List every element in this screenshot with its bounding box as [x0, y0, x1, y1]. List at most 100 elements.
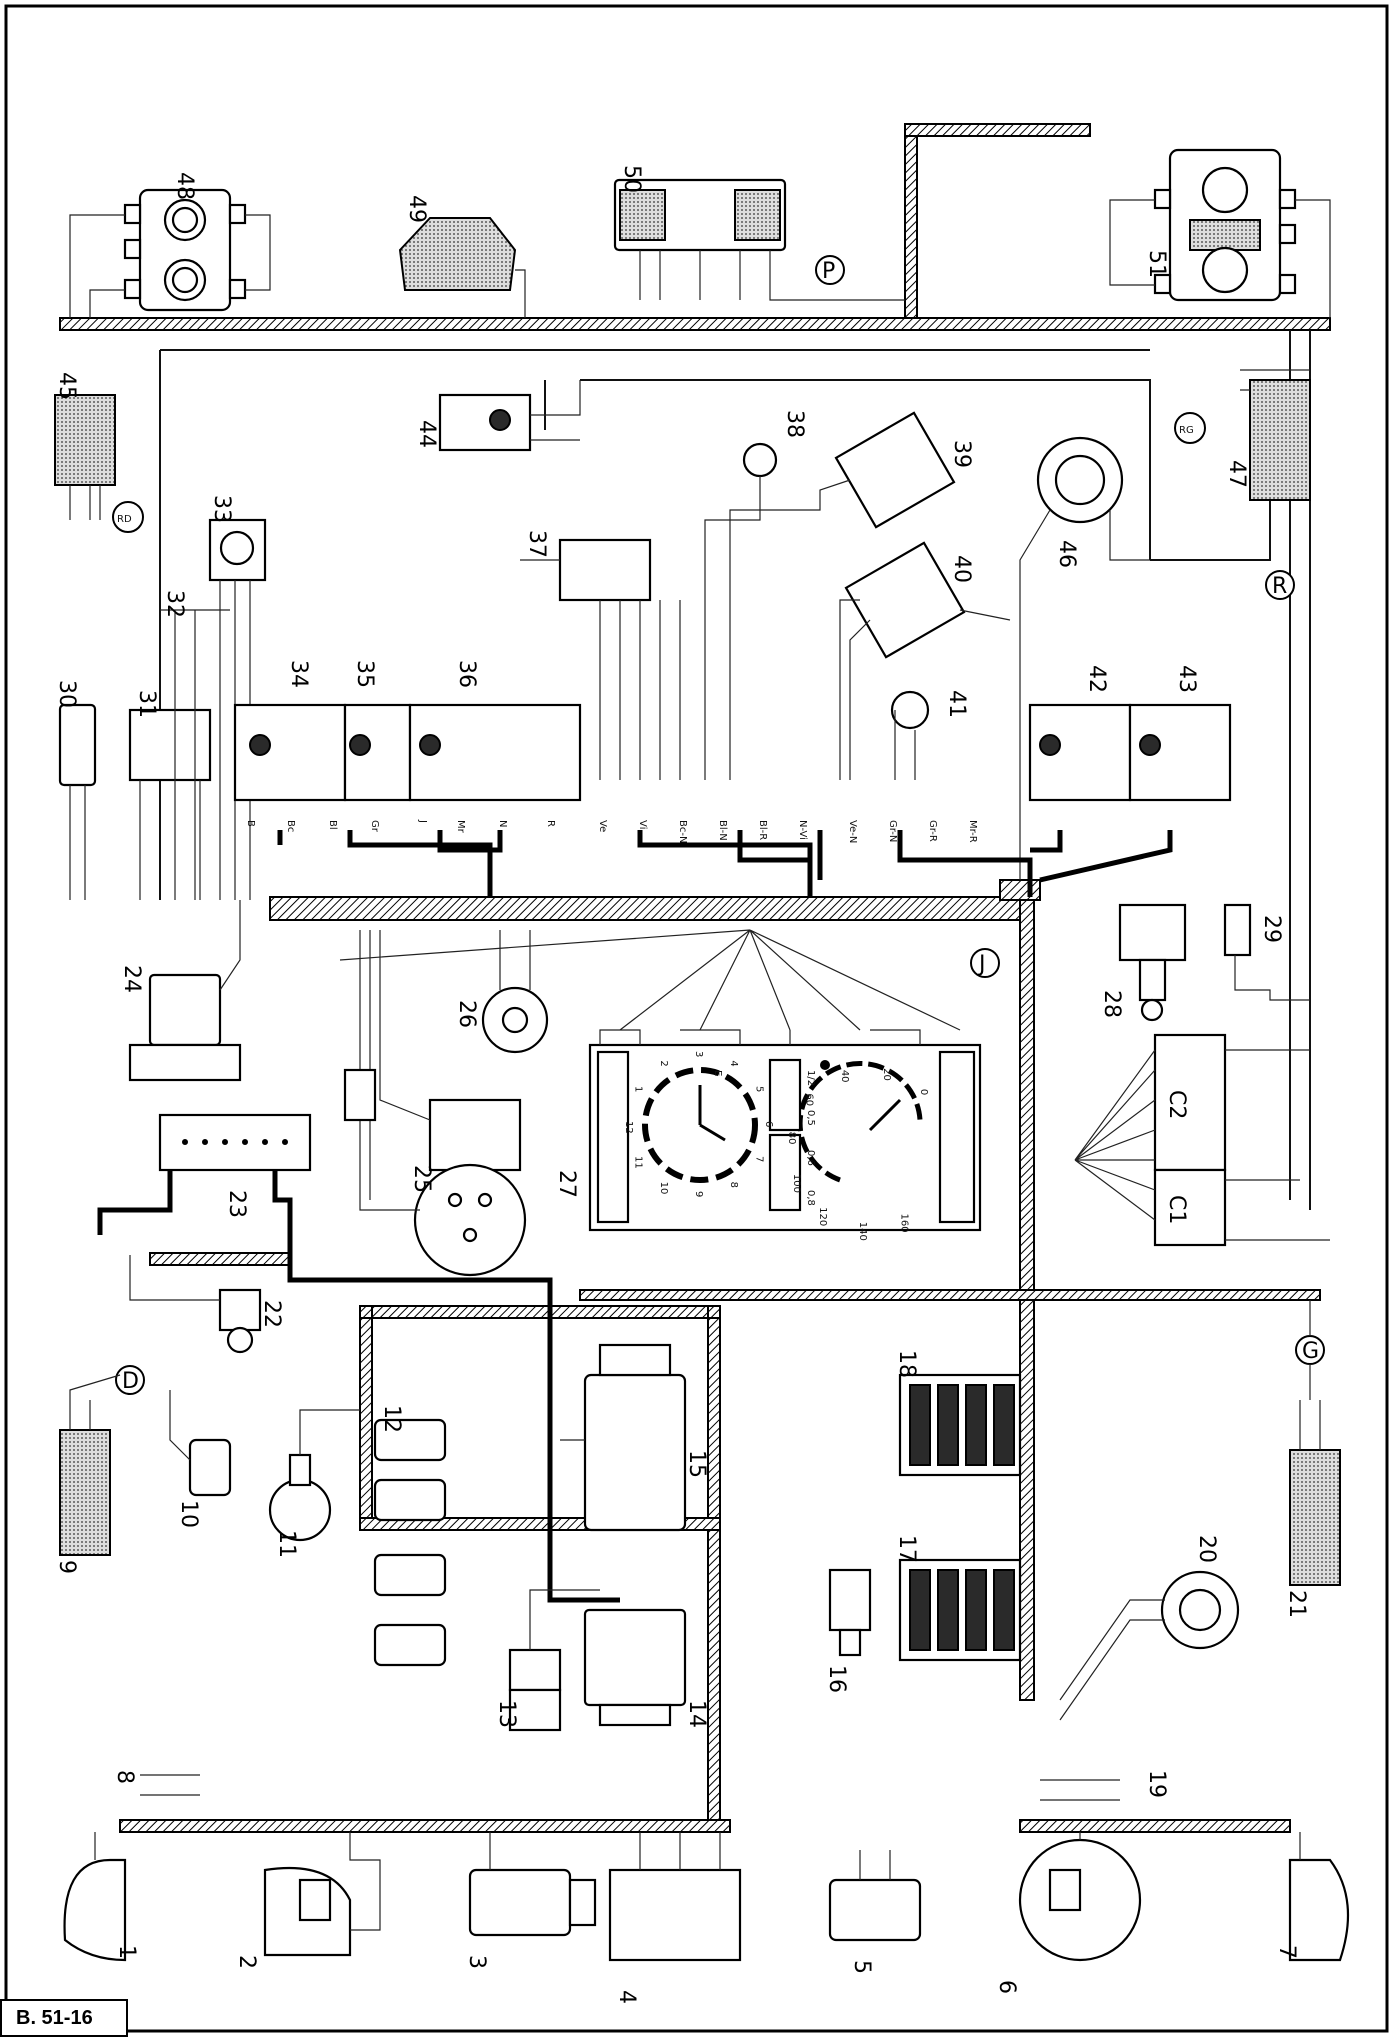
engine-harness-right	[1019, 1819, 1291, 1833]
component-28	[1118, 903, 1187, 1022]
speed-tick-label: 100	[791, 1174, 802, 1193]
wire-color-code: Ve-N	[847, 820, 858, 843]
clock-tick-label: 6	[763, 1121, 774, 1127]
wire-color-code: N-Vi	[797, 820, 808, 840]
label-26: 26	[454, 1000, 479, 1028]
clock-tick-label: 11	[632, 1156, 643, 1169]
component-30	[58, 703, 97, 900]
clock-dial	[642, 1067, 758, 1183]
clock-tick-label: 12	[623, 1121, 634, 1134]
wire-color-code: Ve	[597, 820, 608, 832]
label-28: 28	[1099, 990, 1124, 1018]
rear-harness-top	[904, 123, 1091, 137]
label-31: 31	[134, 690, 159, 718]
wire-color-code: Gr-N	[887, 820, 898, 842]
wire-color-code: Gr	[369, 820, 380, 833]
marker-RD-text: RD	[117, 514, 132, 525]
label-43: 43	[1174, 665, 1199, 693]
label-15: 15	[684, 1450, 709, 1478]
label-27: 27	[554, 1170, 579, 1198]
dash-branch-right	[999, 879, 1041, 901]
wire-color-code: Mr-R	[967, 820, 978, 843]
clock-tick-label: 1	[632, 1086, 643, 1092]
clock-tick-label: 5	[754, 1086, 765, 1092]
component-50	[613, 178, 905, 301]
label-47: 47	[1224, 460, 1249, 488]
marker-RD	[112, 501, 144, 533]
label-23: 23	[224, 1190, 249, 1218]
speed-tick-label: 160	[898, 1213, 909, 1232]
marker-R-text: R	[1272, 574, 1287, 599]
cluster-fan	[339, 929, 961, 1031]
label-21: 21	[1284, 1590, 1309, 1618]
fuel-tick-label: 1/2	[805, 1070, 816, 1086]
mid-harness-D	[149, 1252, 291, 1266]
component-25	[359, 930, 527, 1277]
component-4	[608, 1832, 742, 1962]
label-17: 17	[894, 1535, 919, 1563]
clock-tick-label: 2	[658, 1060, 669, 1066]
speed-tick-label: 40	[839, 1070, 850, 1083]
component-16	[828, 1568, 872, 1657]
label-4: 4	[614, 1990, 639, 2004]
marker-P	[815, 255, 845, 285]
component-44	[438, 380, 581, 452]
label-3: 3	[464, 1955, 489, 1969]
speed-tick-label: 120	[817, 1207, 828, 1226]
component-40	[839, 541, 1011, 780]
wire-color-code: Gr-R	[927, 820, 938, 842]
component-6	[1018, 1832, 1142, 1962]
switch-fan-right	[897, 830, 1173, 897]
marker-RG-text: RG	[1179, 425, 1194, 436]
component-2	[263, 1832, 381, 1957]
component-23	[158, 1113, 312, 1172]
wire-color-code: J	[417, 819, 428, 823]
component-43	[1128, 703, 1232, 802]
label-41: 41	[944, 690, 969, 718]
label-40: 40	[949, 555, 974, 583]
label-48: 48	[172, 172, 197, 200]
component-37	[520, 538, 681, 780]
component-18	[898, 1373, 1022, 1477]
marker-J	[970, 948, 1000, 978]
label-30: 30	[54, 680, 79, 708]
dashboard-harness	[269, 896, 1021, 921]
label-32: 32	[162, 590, 187, 618]
wire-color-code: Bl-N	[717, 820, 728, 841]
component-49	[398, 217, 526, 318]
clock-tick-label: 10	[658, 1182, 669, 1195]
label-34: 34	[286, 660, 311, 688]
label-6: 6	[994, 1980, 1019, 1994]
speed-tick-label: 20	[881, 1068, 892, 1081]
label-38: 38	[782, 410, 807, 438]
label-51: 51	[1144, 250, 1169, 278]
label-33: 33	[209, 495, 234, 523]
marker-J-text: J	[977, 952, 986, 977]
label-10: 10	[176, 1500, 201, 1528]
label-1: 1	[114, 1945, 139, 1959]
clock-tick-label: 7	[754, 1156, 765, 1162]
component-5	[828, 1850, 922, 1942]
marker-G-text: G	[1302, 1339, 1319, 1364]
component-8	[140, 1774, 200, 1796]
label-45: 45	[54, 372, 79, 400]
marker-RG	[1174, 412, 1206, 444]
clock-tick-label: 3	[693, 1051, 704, 1057]
component-10	[169, 1390, 232, 1497]
component-21	[1289, 1400, 1341, 1586]
switch-fan-mid	[637, 830, 823, 897]
label-22: 22	[259, 1300, 284, 1328]
label-25: 25	[409, 1165, 434, 1193]
wire-color-code: Vi	[637, 820, 648, 829]
wire-color-code: B	[245, 820, 256, 827]
mid-harness-G	[579, 1289, 1321, 1301]
wire-color-code: R	[545, 820, 556, 827]
label-5: 5	[849, 1960, 874, 1974]
component-24	[128, 900, 242, 1082]
component-45	[54, 394, 116, 520]
clock-tick-label: 8	[728, 1182, 739, 1188]
